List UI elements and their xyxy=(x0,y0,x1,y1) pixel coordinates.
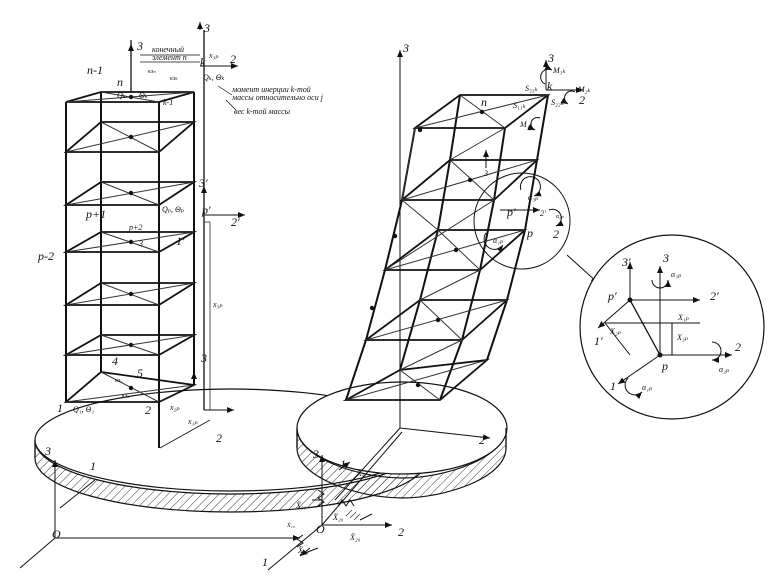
alpha-p-label: α₃ₚ xyxy=(528,193,539,202)
node-n: n xyxy=(117,75,123,89)
node-p-minus-2: p-2 xyxy=(37,249,54,263)
axis-2-label: 2 xyxy=(230,52,236,66)
node-2: 2 xyxy=(145,403,151,417)
deformed-tower-model: 3 3 M₃ₖ S₃₃ₖ k M₂ₖ S₂₂ₖ 2 n M₁ₖ S₁₁ₖ 3 α… xyxy=(262,41,599,571)
alpha-2p-label: α₂ₚ xyxy=(556,214,564,220)
moment-m1k: M₁ₖ xyxy=(519,120,532,129)
node-4: 4 xyxy=(112,354,118,368)
node-detail-zoom: 3′ 3 α₃ₚ p′ 2′ X₁ₚ X₂ₚ 1′ X₃ₚ 2 α₂ₚ p 1 … xyxy=(579,234,765,420)
node-n-minus-1: n-1 xyxy=(87,63,103,77)
axis-3-label-right: 3 xyxy=(203,21,210,35)
q1-label: Q₁, Θ₁ xyxy=(73,405,94,414)
accel-x10: Ẍ₁₀ xyxy=(297,546,309,555)
ground-accel-xo: Ẍₒ xyxy=(356,469,365,478)
detail-x2p: X₂ₚ xyxy=(609,327,622,336)
detail-axis-3prime: 3′ xyxy=(621,255,631,269)
axis-3-label: 3 xyxy=(136,39,143,53)
base-axis-1: 1 xyxy=(90,459,96,473)
deformed-frame xyxy=(342,94,551,401)
qk-label: Qₖ xyxy=(117,91,126,100)
node-p-prime: p′ xyxy=(201,203,211,217)
x2p-label: x₂ₚ xyxy=(169,403,180,412)
detail-alpha1p: α₁ₚ xyxy=(642,383,653,392)
moment-m2k: M₂ₖ xyxy=(577,85,590,94)
detail-axis-1: 1 xyxy=(610,379,616,393)
right-node-n: n xyxy=(481,95,487,109)
bottom-axis-3: 3 xyxy=(312,447,319,461)
force-s33k: S₃₃ₖ xyxy=(525,84,538,93)
moment-inertia-note-2: массы относительно оси j xyxy=(231,93,324,102)
finite-element-note-2: элемент n xyxy=(152,53,187,62)
support-springs xyxy=(296,489,373,556)
detail-p: p xyxy=(661,359,668,373)
node-1: 1 xyxy=(57,401,63,415)
detail-axis-2prime: 2′ xyxy=(710,289,719,303)
node-p-3: 3 xyxy=(138,239,143,248)
detail-x3p: X₃ₚ xyxy=(676,333,689,342)
qk-theta-k-label: Qₖ, Θₖ xyxy=(203,73,224,82)
top-axis-2: 2 xyxy=(579,93,585,107)
detail-alpha2p: α₂ₚ xyxy=(719,365,730,374)
accel-x30: Ẍ₃₀ xyxy=(295,501,307,510)
right-labels: 3 3 M₃ₖ S₃₃ₖ k M₂ₖ S₂₂ₖ 2 n M₁ₖ S₁₁ₖ 3 α… xyxy=(262,41,590,569)
alpha-1p-label: α₁ₚ xyxy=(493,236,504,245)
ground-axis-1: 1 xyxy=(340,457,346,471)
axis-3prime-label: 3′ xyxy=(198,176,208,190)
local-axis-3: 3 xyxy=(483,169,488,178)
element-ke5: кэ₅ xyxy=(115,378,122,384)
bottom-axis-1: 1 xyxy=(262,555,268,569)
accel-x20: Ẍ₂₀ xyxy=(349,533,361,542)
node-k-minus-1: k-1 xyxy=(163,98,173,107)
right-axes xyxy=(267,50,583,571)
right-node-p: p xyxy=(526,226,533,240)
detail-axis-1prime: 1′ xyxy=(594,334,603,348)
local-axis-2: 2 xyxy=(553,227,559,241)
theta-k-label: Θₖ xyxy=(139,91,148,100)
detail-alpha3p: α₃ₚ xyxy=(671,270,682,279)
left-labels: 3 3 2 x₃ₚ конечный элемент n n-1 n k кэₙ… xyxy=(37,21,324,541)
node-k: k xyxy=(200,55,206,69)
base-axis-2: 2 xyxy=(216,431,222,445)
local-axis-2prime: 2′ xyxy=(540,209,546,218)
bottom-axis-2: 2 xyxy=(398,525,404,539)
moment-m3k: M₃ₖ xyxy=(552,66,565,75)
node-p-plus-2: p+2 xyxy=(128,223,142,232)
top-axis-3: 3 xyxy=(547,51,554,65)
element-ke-n: кэₙ xyxy=(148,69,156,75)
local-zoom-circle xyxy=(473,64,599,284)
velocity-x10: Ẋ₁₀ xyxy=(286,522,295,529)
force-s11k: S₁₁ₖ xyxy=(513,101,526,110)
bottom-origin-o: O xyxy=(316,522,325,536)
detail-p-prime: p′ xyxy=(607,289,617,303)
detail-axis-2: 2 xyxy=(735,340,741,354)
node-3: 3 xyxy=(200,351,207,365)
element-ke2: кэ₂ xyxy=(122,393,129,399)
element-ke-k: кэₖ xyxy=(170,76,178,82)
detail-axis-3: 3 xyxy=(662,251,669,265)
right-node-p-prime: p′ xyxy=(506,205,516,219)
x3p-side-label: x₃ₚ xyxy=(212,300,223,309)
finite-element-note-1: конечный xyxy=(152,45,184,54)
accel-x20-upper: Ẍ₂₀ xyxy=(332,513,344,522)
moment-inertia-note-1: момент инерции k-той xyxy=(231,85,311,94)
x3p-label: x₃ₚ xyxy=(208,51,219,60)
axis-2prime-label: 2′ xyxy=(231,215,240,229)
base-axis-3: 3 xyxy=(44,444,51,458)
ground-axis-2: 2 xyxy=(479,433,485,447)
x1p-label: x₁ₚ xyxy=(187,417,198,426)
node-p-plus-1: p+1 xyxy=(85,207,106,221)
top-local-axes xyxy=(59,22,245,509)
detail-x1p: X₁ₚ xyxy=(677,313,690,322)
axis-1prime-label: 1′ xyxy=(176,234,185,248)
global-axes xyxy=(19,460,300,569)
origin-o: O xyxy=(52,527,61,541)
weight-note: вес k-той массы xyxy=(234,107,291,116)
qp-label: Qₚ, Θₚ xyxy=(162,205,185,214)
node-5: 5 xyxy=(137,366,143,380)
right-axis-3: 3 xyxy=(402,41,409,55)
right-node-k: k xyxy=(547,79,553,93)
force-s22k: S₂₂ₖ xyxy=(551,98,564,107)
